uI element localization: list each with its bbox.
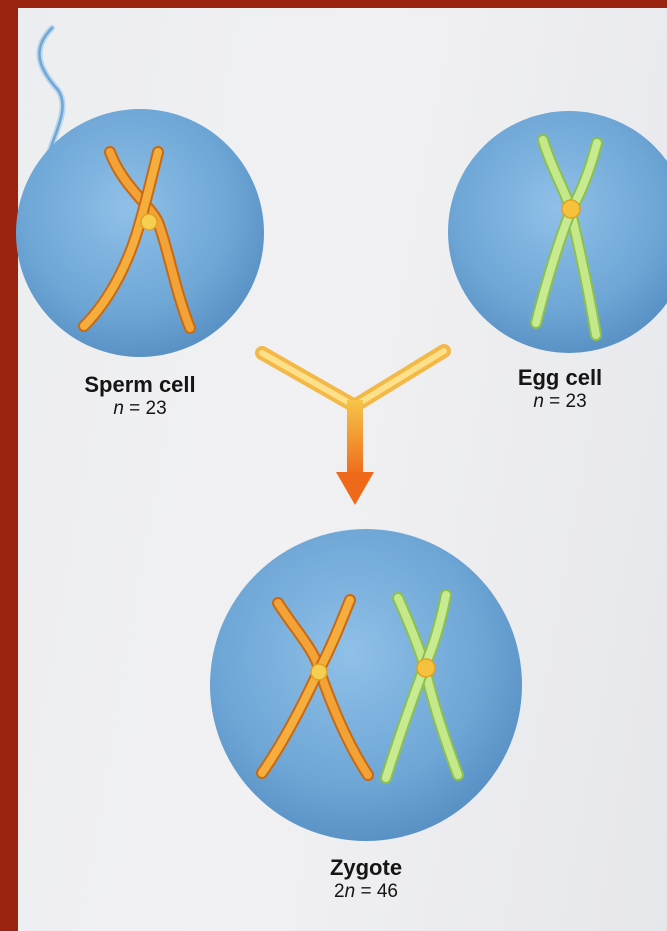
sperm-cell xyxy=(16,109,264,357)
sperm-label: Sperm cell n = 23 xyxy=(50,372,230,420)
zygote-ploidy-var: n xyxy=(345,881,356,902)
egg-label: Egg cell n = 23 xyxy=(490,365,630,413)
egg-ploidy-value: = 23 xyxy=(544,391,587,412)
sperm-centromere xyxy=(141,214,157,230)
egg-cell xyxy=(448,111,667,353)
arrow-head xyxy=(336,472,374,505)
sperm-ploidy-var: n xyxy=(113,398,124,419)
zygote-egg-centromere xyxy=(417,659,435,677)
sperm-ploidy-value: = 23 xyxy=(124,398,167,419)
sperm-name: Sperm cell xyxy=(50,372,230,398)
egg-name: Egg cell xyxy=(490,365,630,391)
zygote-label: Zygote 2n = 46 xyxy=(296,855,436,903)
egg-ploidy-var: n xyxy=(533,391,544,412)
fusion-arrow xyxy=(262,351,444,505)
egg-ploidy: n = 23 xyxy=(490,391,630,413)
sperm-ploidy: n = 23 xyxy=(50,398,230,420)
zygote-sperm-centromere xyxy=(311,664,327,680)
zygote-ploidy-value: = 46 xyxy=(355,881,398,902)
zygote-cell xyxy=(210,529,522,841)
zygote-name: Zygote xyxy=(296,855,436,881)
zygote-ploidy: 2n = 46 xyxy=(296,881,436,903)
zygote-ploidy-prefix: 2 xyxy=(334,881,345,902)
egg-centromere xyxy=(562,200,580,218)
